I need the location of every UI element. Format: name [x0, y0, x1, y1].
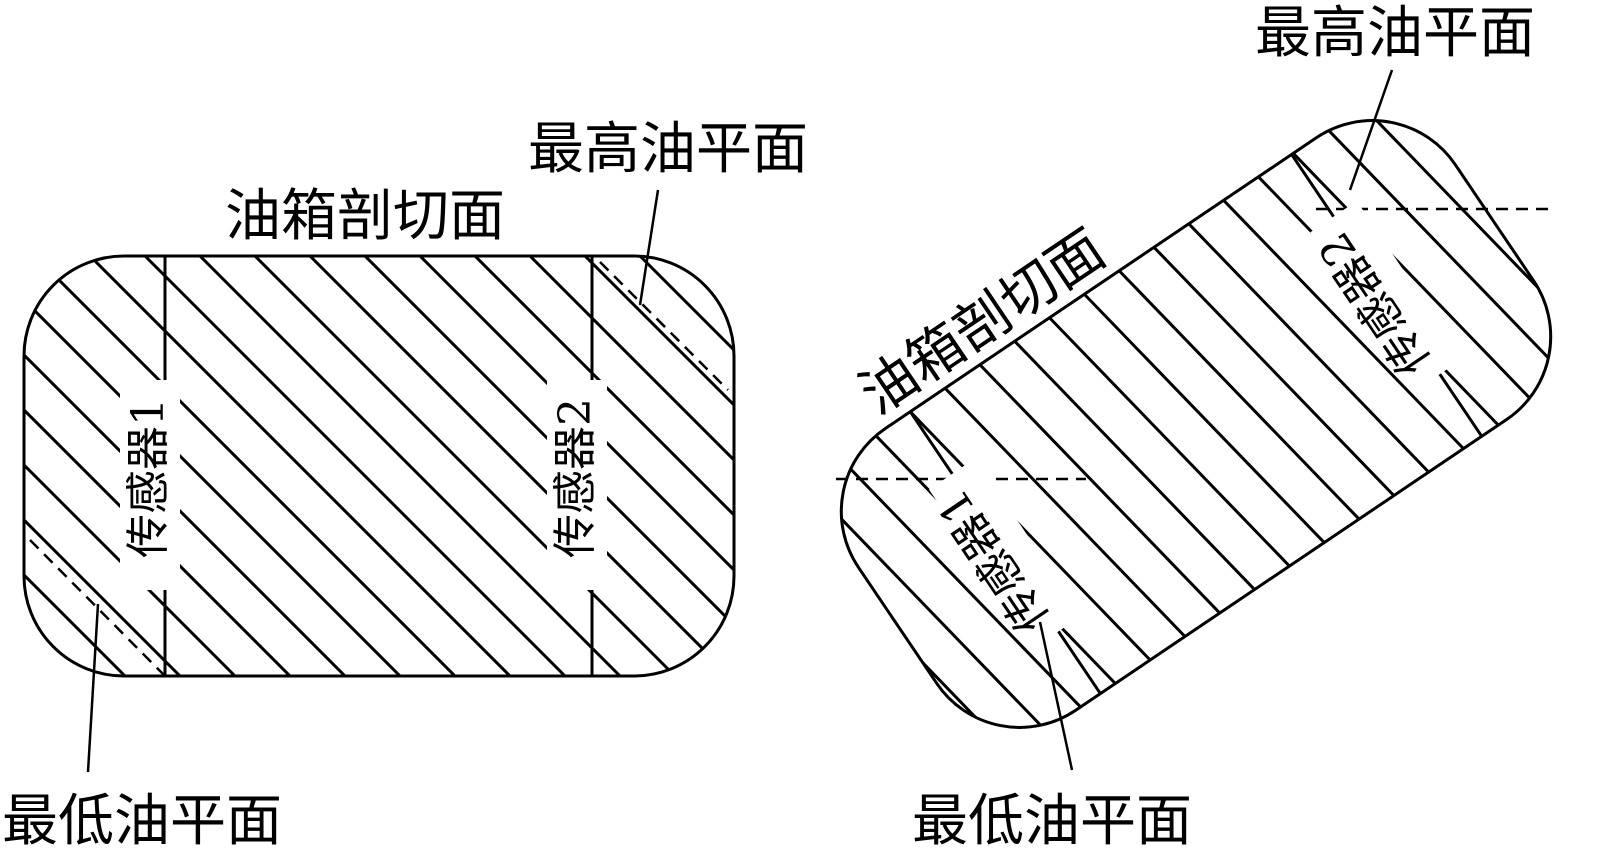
- hatch-line: [638, 256, 734, 676]
- hatch-line: [24, 256, 182, 676]
- right-max-oil-label: 最高油平面: [1255, 1, 1535, 66]
- hatch-line: [1118, 269, 1361, 521]
- left-tank-outline: [22, 254, 736, 678]
- right-tank-outline: [839, 119, 1553, 729]
- right-oil-hatching: [802, 81, 1590, 767]
- hatch-line: [583, 256, 734, 676]
- hatch-line: [88, 256, 512, 676]
- left-min-oil-label: 最低油平面: [2, 789, 282, 854]
- left-section-label: 油箱剖切面: [225, 184, 505, 249]
- hatch-line: [473, 256, 734, 676]
- hatch-line: [24, 256, 127, 676]
- hatch-line: [33, 256, 457, 676]
- hatch-line: [528, 256, 734, 676]
- hatch-line: [1187, 222, 1430, 474]
- hatch-line: [418, 256, 734, 676]
- right-max-oil-leader: [1348, 69, 1394, 191]
- hatch-line: [24, 256, 292, 676]
- hatch-line: [24, 256, 72, 676]
- hatch-line: [1327, 128, 1570, 380]
- hatch-line: [1013, 340, 1256, 591]
- hatch-line: [1152, 246, 1395, 497]
- hatch-line: [943, 387, 1187, 638]
- right-section-label: 油箱剖切面: [848, 217, 1116, 427]
- hatch-line: [1292, 152, 1535, 403]
- left-sensor2-label: 传感器2: [550, 398, 601, 558]
- right-min-oil-leader: [1038, 621, 1074, 771]
- right-min-oil-label: 最低油平面: [912, 789, 1192, 854]
- right-sensor2-label-bg: [1310, 200, 1464, 390]
- left-sensor1-label-bg: [120, 380, 180, 590]
- left-min-oil-dash: [29, 539, 166, 677]
- right-sensor1-label-bg: [928, 458, 1082, 648]
- hatch-line: [308, 256, 732, 676]
- left-min-oil-leader: [86, 603, 100, 773]
- hatch-line: [24, 256, 402, 676]
- hatch-line: [1222, 199, 1465, 450]
- hatch-line: [1431, 81, 1590, 309]
- left-max-oil-leader: [638, 189, 660, 306]
- hatch-line: [143, 256, 567, 676]
- hatch-line: [802, 528, 978, 767]
- hatch-line: [839, 457, 1082, 709]
- left-max-oil-dash: [599, 261, 729, 391]
- left-tank: 传感器1 传感器2 油箱剖切面 最高油平面 最低油平面: [2, 117, 808, 854]
- left-sensor1-label: 传感器1: [123, 398, 174, 558]
- hatch-line: [253, 256, 677, 676]
- hatch-line: [804, 481, 1047, 732]
- hatch-line: [978, 363, 1221, 615]
- hatch-line: [1083, 293, 1326, 544]
- hatch-line: [198, 256, 622, 676]
- left-max-oil-label: 最高油平面: [528, 117, 808, 182]
- left-sensor2-label-bg: [547, 380, 607, 590]
- hatch-line: [1048, 316, 1291, 568]
- hatch-line: [909, 410, 1152, 662]
